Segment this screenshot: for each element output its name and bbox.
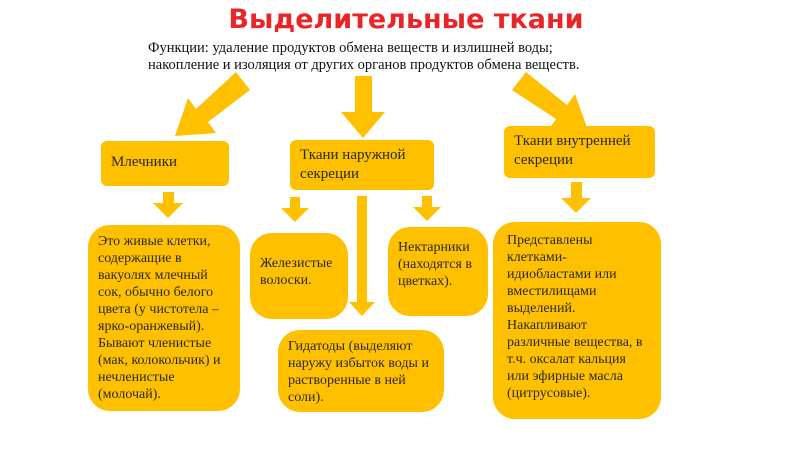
diagram-title: Выделительные ткани <box>228 4 584 35</box>
description-hydathodes: Гидатоды (выделяют наружу избыток воды и… <box>278 330 444 412</box>
category-internal: Ткани внутренней секреции <box>504 126 655 178</box>
arrow-external-right <box>413 196 441 221</box>
arrow-external-left <box>281 197 309 222</box>
functions-text: Функции: удаление продуктов обмена вещес… <box>148 40 628 74</box>
arrow-external-center <box>349 196 375 316</box>
description-milk: Это живые клетки, содержащие в вакуолях … <box>88 225 240 411</box>
functions-line-2: накопление и изоляция от других органов … <box>148 57 580 73</box>
category-milk: Млечники <box>101 141 229 186</box>
description-internal: Представлены клетками-идиобластами или в… <box>493 222 661 419</box>
arrow-milk-down <box>153 192 183 218</box>
description-nectaries: Нектарники (находятся в цветках). <box>388 227 488 316</box>
functions-line-1: Функции: удаление продуктов обмена вещес… <box>148 40 553 56</box>
arrow-to-internal <box>512 72 589 133</box>
arrow-to-external <box>341 76 385 138</box>
arrow-internal-down <box>561 182 591 213</box>
arrow-to-milk <box>175 72 250 136</box>
category-external: Ткани наружной секреции <box>290 140 434 190</box>
description-glandular-hairs: Железистые волоски. <box>250 233 348 319</box>
